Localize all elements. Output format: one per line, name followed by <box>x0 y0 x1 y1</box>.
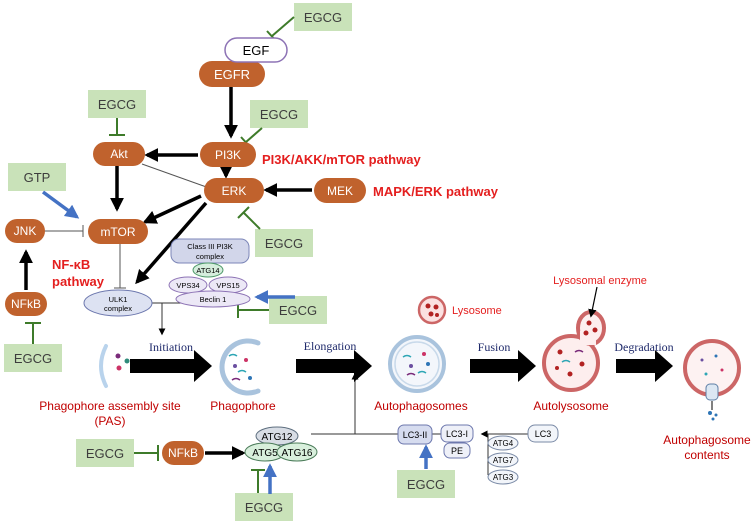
beclin1-label: Beclin 1 <box>200 295 227 304</box>
mek-node: MEK <box>314 178 366 203</box>
elongation-label: Elongation <box>304 339 357 353</box>
complex-title-line2: complex <box>196 252 224 261</box>
egcg-box-beclin: EGCG <box>269 296 327 324</box>
autolysosome-graphic <box>542 310 606 392</box>
atg3-label: ATG3 <box>493 473 514 482</box>
mek-label: MEK <box>327 184 353 198</box>
class3-pi3k-complex: Class III PI3K complex ATG14 VPS34 VPS15… <box>168 238 251 308</box>
autophagosome-contents-line1: Autophagosome <box>663 433 751 447</box>
egcg-box-nfkb-upper: EGCG <box>4 344 62 372</box>
akt-label: Akt <box>110 147 128 161</box>
connector-lines <box>152 302 528 475</box>
complex-title-line1: Class III PI3K <box>187 242 232 251</box>
initiation-label: Initiation <box>149 340 193 354</box>
gtp-label: GTP <box>24 170 51 185</box>
egcg-box-nfkb-lower: EGCG <box>76 439 134 467</box>
nfkb-label: NFkB <box>168 446 198 460</box>
degradation-arrow <box>616 350 673 382</box>
egcg-box-lc3: EGCG <box>397 470 455 498</box>
ulk1-complex: ULK1 complex <box>83 289 153 317</box>
egcg-box-akt: EGCG <box>88 90 146 118</box>
vps15-label: VPS15 <box>216 281 239 290</box>
autophagosome-graphic <box>388 335 446 393</box>
atg4-label: ATG4 <box>493 439 514 448</box>
pi3k-node: PI3K <box>200 142 256 167</box>
lc3-processing: LC3-II LC3-I PE LC3 ATG4 ATG7 ATG3 <box>397 424 559 485</box>
autolysosome-label: Autolysosome <box>533 399 609 413</box>
lysosomal-enzyme-pointer <box>588 286 598 318</box>
gtp-box: GTP <box>8 163 66 191</box>
egcg-label: EGCG <box>245 500 283 515</box>
lysosome-graphic <box>417 295 447 325</box>
fusion-label: Fusion <box>478 340 511 354</box>
activation-arrows <box>41 190 433 494</box>
autophagosome-contents-graphic <box>683 339 741 421</box>
lc3-i-label: LC3-I <box>446 429 468 439</box>
erk-label: ERK <box>222 184 247 198</box>
nfkb-pathway-label-line2: pathway <box>52 274 105 289</box>
lysosome-label: Lysosome <box>452 305 502 317</box>
egcg-label: EGCG <box>86 446 124 461</box>
inhibition-lines <box>25 16 295 493</box>
pe-label: PE <box>451 446 463 456</box>
degradation-label: Degradation <box>614 340 673 354</box>
process-arrows <box>130 350 673 382</box>
egcg-label: EGCG <box>260 107 298 122</box>
atg7-label: ATG7 <box>493 456 514 465</box>
pas-graphic <box>99 344 130 388</box>
egcg-label: EGCG <box>407 477 445 492</box>
phagophore-label: Phagophore <box>210 399 276 413</box>
atg5-label: ATG5 <box>252 448 278 459</box>
nfkb-label: NFkB <box>11 297 41 311</box>
elongation-arrow <box>296 350 372 382</box>
phagophore-graphic <box>219 338 261 396</box>
mtor-label: mTOR <box>100 225 135 239</box>
atg14-label: ATG14 <box>196 266 219 275</box>
mtor-node: mTOR <box>88 219 148 244</box>
egcg-box-atg5: EGCG <box>235 493 293 521</box>
egcg-label: EGCG <box>14 351 52 366</box>
vps34-label: VPS34 <box>176 281 199 290</box>
egcg-box-pi3k: EGCG <box>250 100 308 128</box>
ulk1-line2: complex <box>104 304 132 313</box>
egcg-label: EGCG <box>98 97 136 112</box>
nfkb-node-upper: NFkB <box>5 292 47 316</box>
egcg-label: EGCG <box>304 10 342 25</box>
egf-label: EGF <box>243 43 270 58</box>
lysosomal-enzyme-label: Lysosomal enzyme <box>553 275 647 287</box>
pi3k-akt-mtor-pathway-label: PI3K/AKK/mTOR pathway <box>262 152 421 167</box>
egcg-label: EGCG <box>265 236 303 251</box>
egcg-box-erk: EGCG <box>255 229 313 257</box>
lc3-label: LC3 <box>535 429 552 439</box>
jnk-label: JNK <box>14 224 37 238</box>
autophagosomes-label: Autophagosomes <box>374 399 467 413</box>
nfkb-node-lower: NFkB <box>162 441 204 465</box>
egcg-label: EGCG <box>279 303 317 318</box>
atg12-atg5-atg16-complex: ATG12 ATG5 ATG16 <box>244 426 318 462</box>
pas-label-line2: (PAS) <box>94 414 125 428</box>
egfr-node: EGFR <box>199 61 265 87</box>
egcg-box-egf: EGCG <box>294 3 352 31</box>
pi3k-label: PI3K <box>215 148 241 162</box>
jnk-node: JNK <box>5 219 45 243</box>
atg12-label: ATG12 <box>262 432 293 443</box>
autophagosome-contents-line2: contents <box>684 448 729 462</box>
akt-node: Akt <box>93 142 145 166</box>
egf-node: EGF <box>224 37 288 63</box>
erk-node: ERK <box>204 178 264 203</box>
egfr-label: EGFR <box>214 67 250 82</box>
nfkb-pathway-label-line1: NF-κB <box>52 257 90 272</box>
initiation-arrow <box>130 350 212 382</box>
lc3-ii-label: LC3-II <box>403 430 428 440</box>
atg16-label: ATG16 <box>282 448 313 459</box>
mapk-erk-pathway-label: MAPK/ERK pathway <box>373 184 499 199</box>
pas-label-line1: Phagophore assembly site <box>39 399 181 413</box>
ulk1-line1: ULK1 <box>109 295 128 304</box>
fusion-arrow <box>470 350 536 382</box>
